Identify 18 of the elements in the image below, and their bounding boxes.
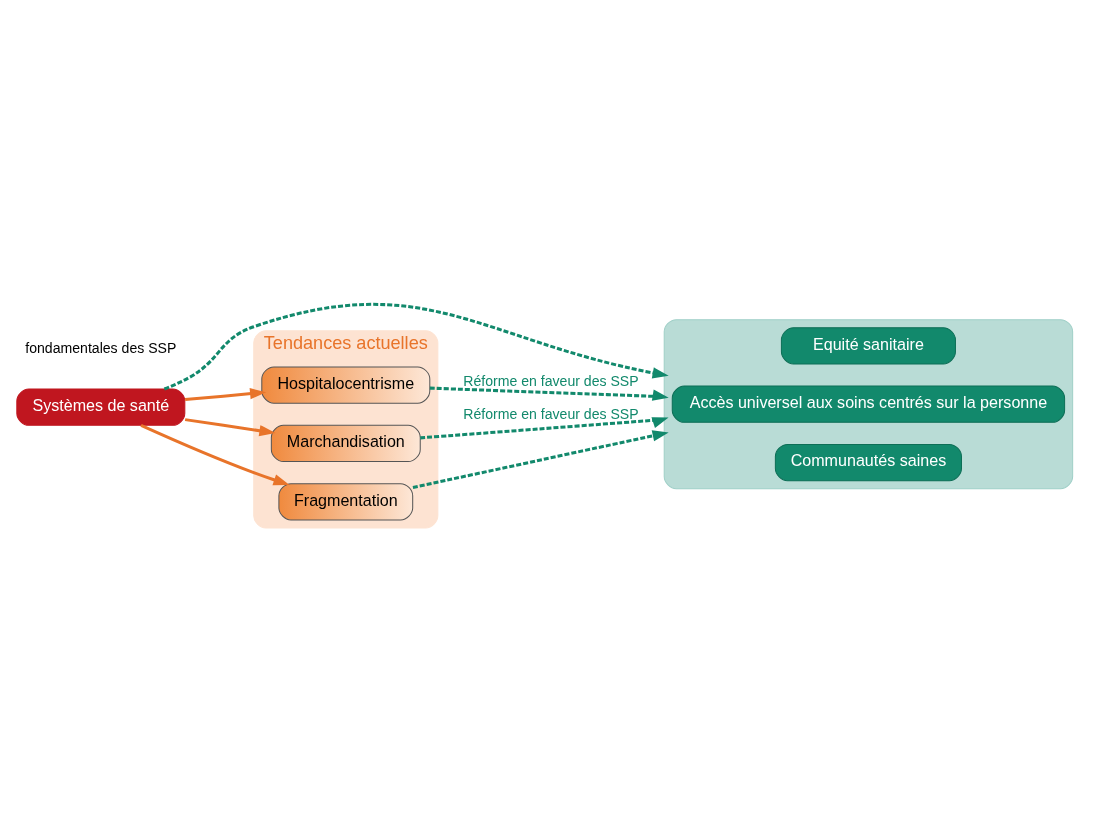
edge-label: Réforme en faveur des SSP [463,406,639,423]
label: fondamentales des SSP [25,339,177,356]
node-box: Communautés saines [774,443,962,482]
arrow [412,430,669,489]
node-box: Accès universel aux soins centrés sur la personne [671,385,1066,423]
arrow [420,417,669,440]
arrow [429,386,669,401]
cluster [663,319,1074,490]
arrow [184,388,267,402]
arrow [184,418,276,437]
node-box: Equité sanitaire [780,327,956,365]
arrow [140,423,290,486]
node-box: Systèmes de santé [16,388,186,426]
node-box: Marchandisation [270,424,421,463]
node-box: Fragmentation [278,483,414,521]
arrow [163,303,669,391]
edge-label: Réforme en faveur des SSP [463,373,639,390]
node-box: Hospitalocentrisme [261,366,431,404]
